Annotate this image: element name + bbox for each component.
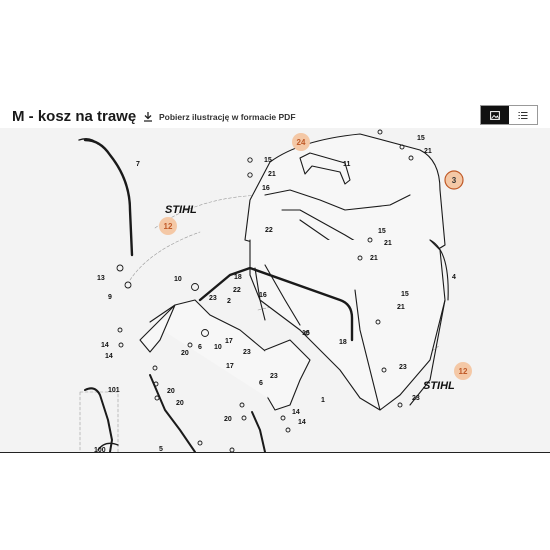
part-label[interactable]: 20: [224, 416, 232, 423]
part-label[interactable]: 16: [262, 185, 270, 192]
part-label[interactable]: 22: [233, 287, 241, 294]
part-label[interactable]: 5: [159, 446, 163, 452]
part-labels: 15 21 15 21 7 11 16 15 21 21 22 15 21 13…: [94, 135, 456, 452]
part-label[interactable]: 18: [234, 274, 242, 281]
stihl-label-right: STIHL: [423, 380, 455, 392]
part-label[interactable]: 9: [108, 294, 112, 301]
part-label[interactable]: 6: [198, 344, 202, 351]
svg-text:3: 3: [452, 176, 457, 185]
part-label[interactable]: 10: [174, 276, 182, 283]
part-label[interactable]: 13: [97, 275, 105, 282]
part-label[interactable]: 100: [94, 447, 106, 452]
part-label[interactable]: 15: [401, 291, 409, 298]
part-label[interactable]: 14: [105, 353, 113, 360]
part-label[interactable]: 4: [452, 274, 456, 281]
part-label[interactable]: 14: [292, 409, 300, 416]
part-badge-12-left[interactable]: 12: [159, 217, 177, 235]
part-label[interactable]: 10: [214, 344, 222, 351]
image-icon: [490, 110, 500, 120]
part-label[interactable]: 23: [399, 364, 407, 371]
svg-text:12: 12: [459, 367, 468, 376]
part-label[interactable]: 2: [227, 298, 231, 305]
svg-text:24: 24: [297, 138, 306, 147]
part-label[interactable]: 7: [136, 161, 140, 168]
part-label[interactable]: 16: [302, 330, 310, 337]
part-label[interactable]: 15: [378, 228, 386, 235]
part-label[interactable]: 17: [225, 338, 233, 345]
part-label[interactable]: 101: [108, 387, 120, 394]
part-label[interactable]: 11: [343, 161, 351, 168]
page-title: M - kosz na trawę: [12, 108, 137, 125]
part-label[interactable]: 21: [384, 240, 392, 247]
page-header: M - kosz na trawę Pobierz ilustrację w f…: [0, 100, 550, 134]
part-label[interactable]: 14: [101, 342, 109, 349]
part-label[interactable]: 21: [424, 148, 432, 155]
part-label[interactable]: 20: [181, 350, 189, 357]
part-label[interactable]: 22: [265, 227, 273, 234]
view-toggle: [480, 105, 538, 125]
diagram-bottom-border: [0, 452, 550, 453]
stihl-label-left: STIHL: [165, 204, 197, 216]
download-icon: [144, 112, 152, 122]
part-label[interactable]: 23: [243, 349, 251, 356]
svg-text:12: 12: [164, 222, 173, 231]
part-label[interactable]: 21: [370, 255, 378, 262]
part-label[interactable]: 20: [167, 388, 175, 395]
list-view-button[interactable]: [509, 106, 537, 124]
part-label[interactable]: 16: [259, 292, 267, 299]
download-pdf-label: Pobierz ilustrację w formacie PDF: [159, 111, 296, 122]
parts-diagram: STIHL STIHL 24 12 3 12 15 21 15 21 7 11 …: [0, 128, 550, 452]
part-label[interactable]: 15: [417, 135, 425, 142]
part-label[interactable]: 6: [259, 380, 263, 387]
part-badge-3[interactable]: 3: [444, 170, 464, 190]
part-label[interactable]: 23: [412, 395, 420, 402]
list-icon: [518, 111, 528, 119]
image-view-button[interactable]: [481, 106, 509, 124]
part-label[interactable]: 14: [298, 419, 306, 426]
part-label[interactable]: 21: [268, 171, 276, 178]
part-label[interactable]: 21: [397, 304, 405, 311]
part-label[interactable]: 1: [321, 397, 325, 404]
part-label[interactable]: 23: [270, 373, 278, 380]
part-label[interactable]: 18: [339, 339, 347, 346]
part-label[interactable]: 20: [176, 400, 184, 407]
part-label[interactable]: 17: [226, 363, 234, 370]
parts-illustration: STIHL STIHL 24 12 3 12 15 21 15 21 7 11 …: [78, 129, 472, 452]
part-label[interactable]: 23: [209, 295, 217, 302]
part-badge-24[interactable]: 24: [292, 133, 310, 151]
download-pdf-link[interactable]: Pobierz ilustrację w formacie PDF: [143, 111, 296, 122]
part-badge-12-right[interactable]: 12: [454, 362, 472, 380]
part-label[interactable]: 15: [264, 157, 272, 164]
